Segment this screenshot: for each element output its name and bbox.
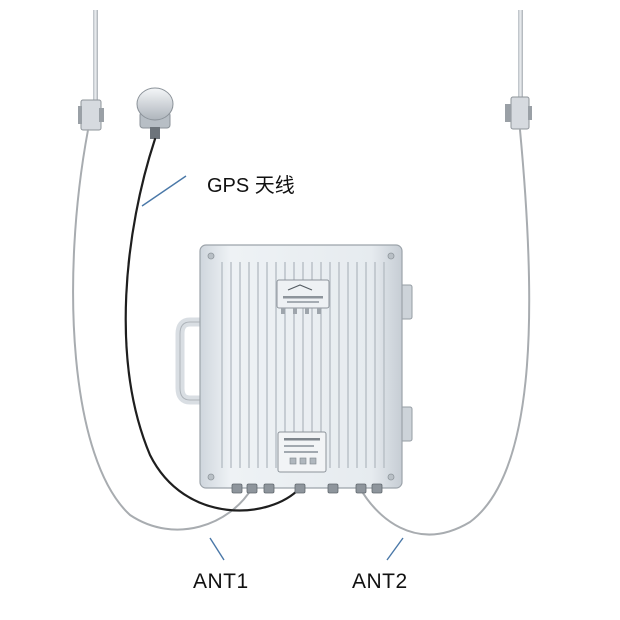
ant2-leader-line <box>386 537 404 561</box>
left-antenna-clamp <box>78 106 82 124</box>
nameplate-text-line <box>287 301 319 303</box>
leader-lines <box>141 175 404 561</box>
nameplate-text-line <box>283 296 323 299</box>
ant2-cable <box>359 129 531 536</box>
connector <box>231 483 243 494</box>
nameplate-tab <box>305 308 309 314</box>
left-antenna-whip <box>93 10 98 105</box>
gps-antenna-dome <box>136 87 174 121</box>
connector <box>371 483 383 494</box>
cables <box>72 129 531 536</box>
left-antenna-clamp-2 <box>99 108 104 122</box>
base-station-enclosure <box>175 244 413 494</box>
nameplate-tab <box>281 308 285 314</box>
right-antenna-clamp <box>505 104 511 122</box>
bottom-connectors <box>231 483 383 494</box>
nameplate-tab <box>317 308 321 314</box>
nameplate-tab <box>293 308 297 314</box>
right-antenna-clamp-2 <box>528 106 532 120</box>
gps-antenna-connector <box>150 127 160 139</box>
ant1-cable <box>72 129 253 531</box>
cert-mark-icon <box>299 457 307 465</box>
right-antenna-bracket <box>510 96 530 130</box>
gps-leader-line <box>141 175 187 207</box>
carry-handle-outline <box>179 321 205 401</box>
corner-bolt <box>387 473 395 481</box>
cert-mark-icon <box>309 457 317 465</box>
connector <box>355 483 367 494</box>
gps-cable <box>124 137 302 512</box>
gps-antenna-label: GPS 天线 <box>207 175 295 197</box>
connector <box>246 483 258 494</box>
corner-bolt <box>387 252 395 260</box>
right-antenna-whip <box>518 10 523 105</box>
ant1-leader-line <box>209 537 225 561</box>
info-plate-text-line <box>284 445 314 447</box>
right-antenna <box>505 10 532 130</box>
gps-antenna <box>136 87 174 139</box>
connector <box>263 483 275 494</box>
ant1-label: ANT1 <box>193 570 249 593</box>
top-nameplate <box>276 279 330 309</box>
info-plate-text-line <box>284 451 318 453</box>
corner-bolt <box>207 252 215 260</box>
corner-bolt <box>207 473 215 481</box>
info-plate-text-line <box>284 438 320 441</box>
left-antenna <box>78 10 104 131</box>
cert-mark-icon <box>289 457 297 465</box>
brand-logo-icon <box>287 284 313 291</box>
ant2-label: ANT2 <box>352 570 408 593</box>
connector <box>294 483 306 494</box>
connector <box>327 483 339 494</box>
left-antenna-bracket <box>80 99 102 131</box>
